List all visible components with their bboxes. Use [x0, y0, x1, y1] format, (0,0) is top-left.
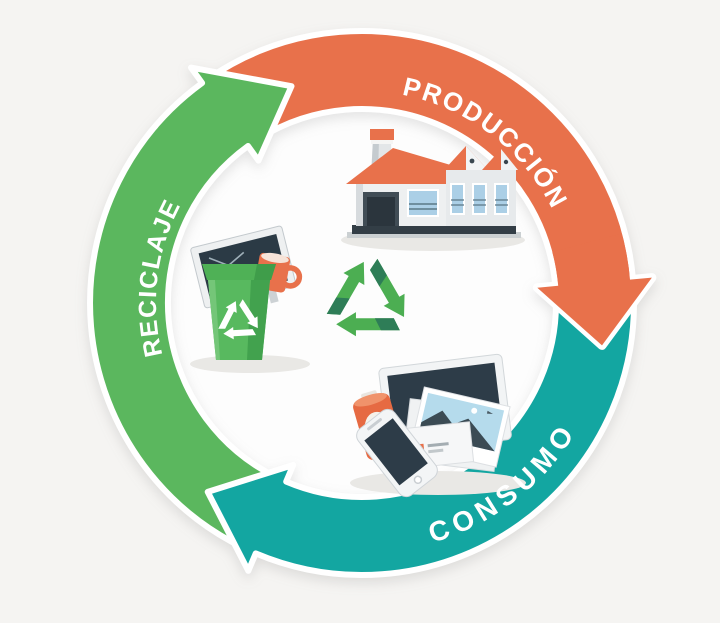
recycle-arrow-light [336, 312, 400, 337]
factory-window [494, 183, 509, 215]
phone-screen [364, 418, 428, 486]
bin-recycle-arrow [223, 327, 257, 340]
cycle-ring [87, 27, 657, 579]
factory-window-lines [451, 199, 508, 206]
phone-speaker [367, 418, 382, 431]
bin-recycle-arrow [218, 301, 237, 329]
battery-top [354, 393, 387, 407]
arrowhead-produccion [537, 233, 652, 346]
factory-window [450, 183, 465, 215]
smartphone [356, 408, 438, 498]
monitor-stand [267, 288, 279, 304]
factory-main-roof [346, 148, 454, 184]
factory-gable-vent [469, 158, 475, 164]
bin-body-highlight [208, 280, 220, 360]
factory-window-main-lines [409, 203, 437, 210]
factory-gable [466, 146, 488, 170]
factory-window-main [407, 189, 439, 217]
bin-recycle-icon [218, 299, 258, 340]
recycle-bin-illustration [190, 225, 310, 373]
factory-chimney-band [371, 140, 393, 144]
recycling-symbol-icon [326, 258, 405, 337]
bin-body-shade [247, 280, 270, 360]
bin-rim-shade [254, 264, 276, 280]
recycle-arrow [369, 258, 405, 317]
recycle-arrow [336, 312, 400, 337]
factory-gable [501, 149, 518, 170]
phone-home-button [413, 475, 423, 485]
recycle-arrow [326, 261, 365, 315]
factory-platform [347, 232, 521, 238]
mug-opening [261, 252, 289, 264]
bin-recycle-arrow [239, 299, 258, 329]
recycle-arrow-dark [369, 258, 387, 287]
label-card-line [427, 442, 449, 448]
photo-plane [486, 410, 493, 415]
label-card-line [428, 448, 444, 454]
factory-illustration [341, 129, 525, 251]
photo-cloud [471, 407, 478, 414]
factory-base [352, 225, 516, 234]
recycle-arrow-dark [326, 297, 350, 315]
devices-illustration [350, 353, 526, 498]
factory-gable-vent [503, 159, 509, 165]
factory-chimney-cap [370, 129, 394, 140]
arc-segment-consumo [204, 281, 637, 579]
arc-segment-reciclaje [87, 64, 295, 551]
factory-garage-inner [367, 197, 395, 226]
recycle-arrow-dark [374, 318, 400, 331]
factory-wall-shade [356, 184, 363, 226]
factory-window [472, 183, 487, 215]
